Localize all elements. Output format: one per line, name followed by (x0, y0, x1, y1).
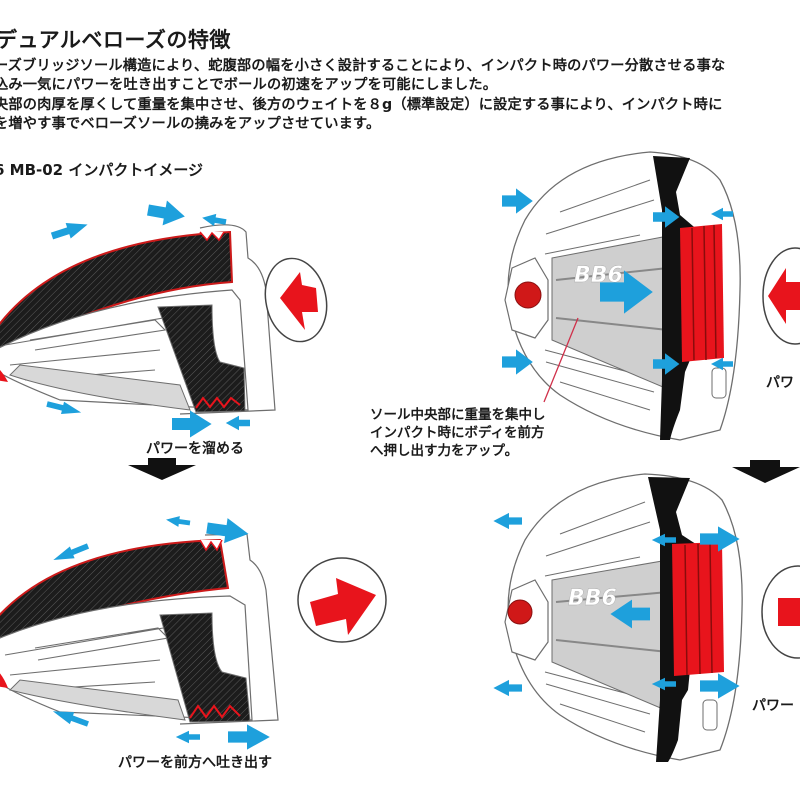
red-arrow-left-icon (768, 268, 800, 324)
blue-arrow-icon (502, 188, 533, 214)
caption-store-power: パワーを溜める (146, 441, 244, 457)
side-view-release-power (0, 514, 387, 750)
crown-outline (179, 224, 276, 415)
annotation-leader-line (543, 317, 579, 403)
red-arrow-left-icon (280, 272, 318, 330)
red-arrow-right-icon (310, 578, 376, 635)
blue-arrow-icon (172, 410, 212, 438)
annotation-text: ソール中央部に重量を集中し インパクト時にボディを前方 へ押し出す力をアップ。 (370, 406, 546, 460)
blue-arrow-icon (201, 211, 228, 229)
club-logo: BB6 (568, 586, 617, 611)
blue-arrow-icon (49, 216, 91, 244)
description-line-3: 央部の肉厚を厚くして重量を集中させ、後方のウェイトを８g（標準設定）に設定する事… (0, 97, 723, 113)
sole-view-release: BB6 (493, 473, 800, 762)
weight-screw (514, 281, 542, 309)
blue-arrow-icon (493, 679, 522, 697)
annotation-line: へ押し出す力をアップ。 (370, 443, 519, 459)
side-view-store-power (0, 197, 328, 438)
caption-release-power: パワーを前方へ吐き出す (118, 755, 272, 771)
sole-gray (9, 364, 191, 411)
description-line-1: ーズブリッジソール構造により、蛇腹部の幅を小さく設計することにより、インパクト時… (0, 58, 726, 74)
blue-arrow-icon (228, 724, 270, 750)
sole-view-compress: BB6 (502, 151, 800, 441)
blue-arrow-icon (145, 197, 188, 229)
bellows-red-zigzag (195, 396, 241, 409)
black-channel (653, 156, 700, 440)
down-arrow-icon (732, 460, 800, 483)
annotation-line: インパクト時にボディを前方 (370, 425, 545, 441)
blue-arrow-icon (493, 512, 522, 530)
caption-right-bottom: パワー (752, 698, 794, 714)
caption-right-top: パワ (766, 375, 794, 391)
red-bellows (680, 224, 724, 362)
weight-screw (507, 599, 533, 625)
page-title: デュアルベローズの特徴 (0, 28, 231, 52)
down-arrow-icon (128, 458, 196, 480)
description-line-2: 込み一気にパワーを吐き出すことでボールの初速をアップを可能にしました。 (0, 77, 498, 93)
section-subtitle: 6 MB-02 インパクトイメージ (0, 161, 204, 179)
description-line-4: を増やす事でベローズソールの撓みをアップさせています。 (0, 116, 381, 132)
blue-arrow-icon (165, 514, 191, 529)
blue-arrow-icon (225, 415, 250, 431)
blue-arrow-icon (175, 730, 200, 744)
red-arrow-right-icon (778, 598, 800, 626)
annotation-line: ソール中央部に重量を集中し (370, 407, 546, 423)
sole-carbon-bellows (157, 304, 246, 413)
